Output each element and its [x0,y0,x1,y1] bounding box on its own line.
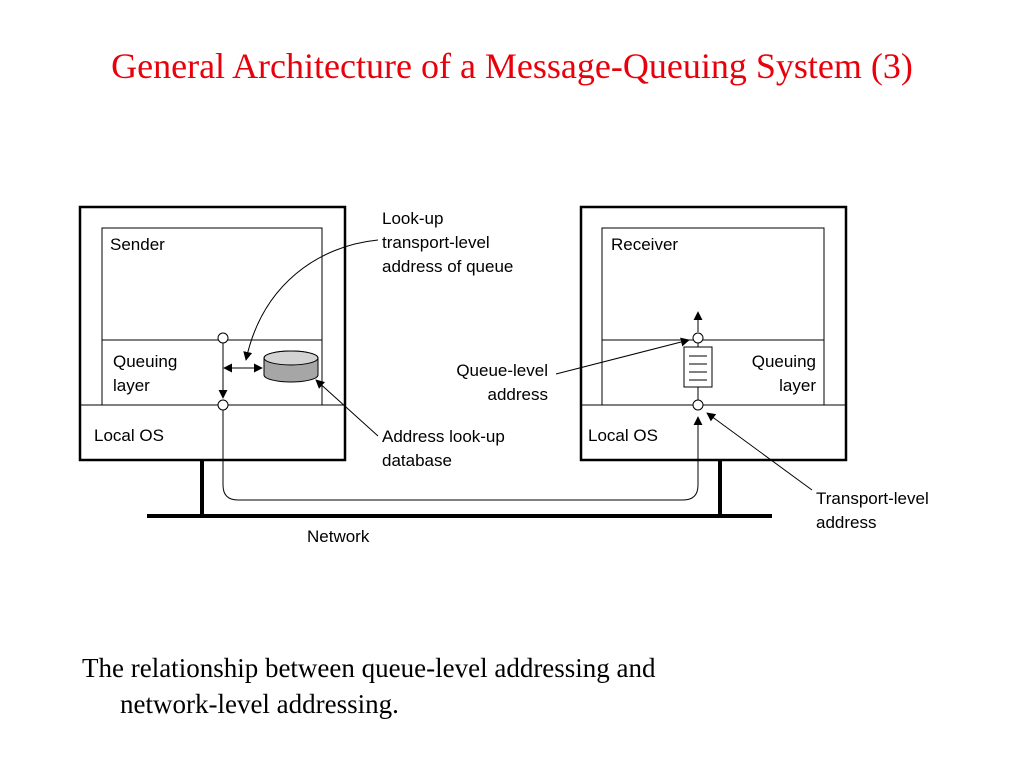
queue-level-label-line1: Queue-level [456,361,548,380]
transport-annotation: Transport-level address [706,412,929,532]
sender-queue-port [217,332,229,344]
sender-outer-box [78,205,347,462]
slide-title: General Architecture of a Message-Queuin… [111,46,913,86]
database-label-line1: Address look-up [382,427,505,446]
transport-label-line1: Transport-level [816,489,929,508]
transport-path [222,405,703,501]
lookup-label-line3: address of queue [382,257,513,276]
database-icon [263,350,319,383]
sender-queuing-label-line1: Queuing [113,352,177,371]
database-annotation: Address look-up database [315,379,505,470]
sender-os-label: Local OS [94,426,164,445]
receiver-queuing-label-line2: layer [779,376,816,395]
sender-label: Sender [110,235,165,254]
queue-level-pointer [555,337,690,375]
lookup-label-line2: transport-level [382,233,490,252]
queue-icon [683,346,713,388]
database-label-line2: database [382,451,452,470]
receiver-transport-port [692,399,704,411]
transport-label-line2: address [816,513,876,532]
slide-caption: The relationship between queue-level add… [82,650,842,722]
receiver-queuing-label-line1: Queuing [752,352,816,371]
lookup-pointer [243,239,379,361]
receiver-os-label: Local OS [588,426,658,445]
caption-line2: network-level addressing. [120,689,399,719]
sender-machine: Sender Queuing layer Local OS [78,205,347,462]
database-pointer [315,379,379,437]
network-label: Network [307,527,370,546]
receiver-machine: Receiver Queuing layer Local OS [579,205,848,462]
sender-transport-port [217,399,229,411]
receiver-queue-port [692,332,704,344]
caption-line1: The relationship between queue-level add… [82,653,656,683]
lookup-label-line1: Look-up [382,209,443,228]
lookup-annotation: Look-up transport-level address of queue [243,209,513,361]
queue-level-annotation: Queue-level address [456,337,690,404]
queue-level-label-line2: address [488,385,548,404]
transport-pointer [706,412,813,491]
sender-queuing-label-line2: layer [113,376,150,395]
receiver-label: Receiver [611,235,678,254]
